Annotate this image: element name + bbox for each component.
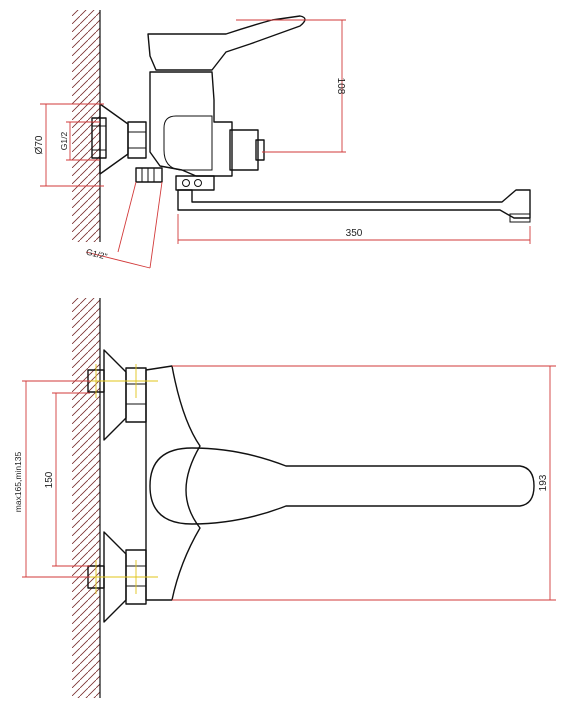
dim-150-label: 150: [44, 471, 55, 488]
side-view: 108 350 Ø70 G1/2 G1/2": [34, 10, 531, 269]
dim-108-label: 108: [335, 78, 346, 95]
eccentric-nut: [127, 121, 147, 159]
shower-outlet: [135, 167, 163, 183]
diverter-knob: [229, 129, 265, 171]
dim-350-label: 350: [346, 228, 363, 239]
dim-hose-thread-label: G1/2": [85, 247, 108, 262]
front-lever-handle: [149, 447, 535, 525]
inlet-connector: [91, 117, 107, 159]
dim-193-label: 193: [538, 474, 549, 491]
dim-inlet-thread: G1/2: [59, 121, 100, 161]
dim-150: 150: [44, 392, 90, 567]
dim-inlet-thread-label: G1/2: [59, 132, 69, 151]
dim-flange-diameter-label: Ø70: [34, 135, 45, 154]
long-spout: [177, 189, 531, 219]
dim-flange-diameter: Ø70: [34, 103, 104, 187]
dim-193: 193: [172, 365, 556, 601]
dim-108: 108: [236, 19, 346, 153]
front-mixer-body: [145, 365, 201, 601]
dim-adjust-range: max165,min135: [13, 380, 90, 578]
mixer-body: [149, 71, 233, 177]
dim-350: 350: [177, 214, 531, 244]
spout-swivel-ring: [175, 175, 215, 191]
wall-flange: [99, 103, 129, 175]
dim-adjust-range-label: max165,min135: [13, 451, 23, 512]
lever-handle: [147, 15, 306, 71]
inlet-axis-lines: [82, 364, 158, 594]
dim-hose-thread: G1/2": [85, 181, 163, 269]
front-view-wall: [72, 298, 101, 698]
front-view: 150 max165,min135 193: [13, 298, 556, 698]
